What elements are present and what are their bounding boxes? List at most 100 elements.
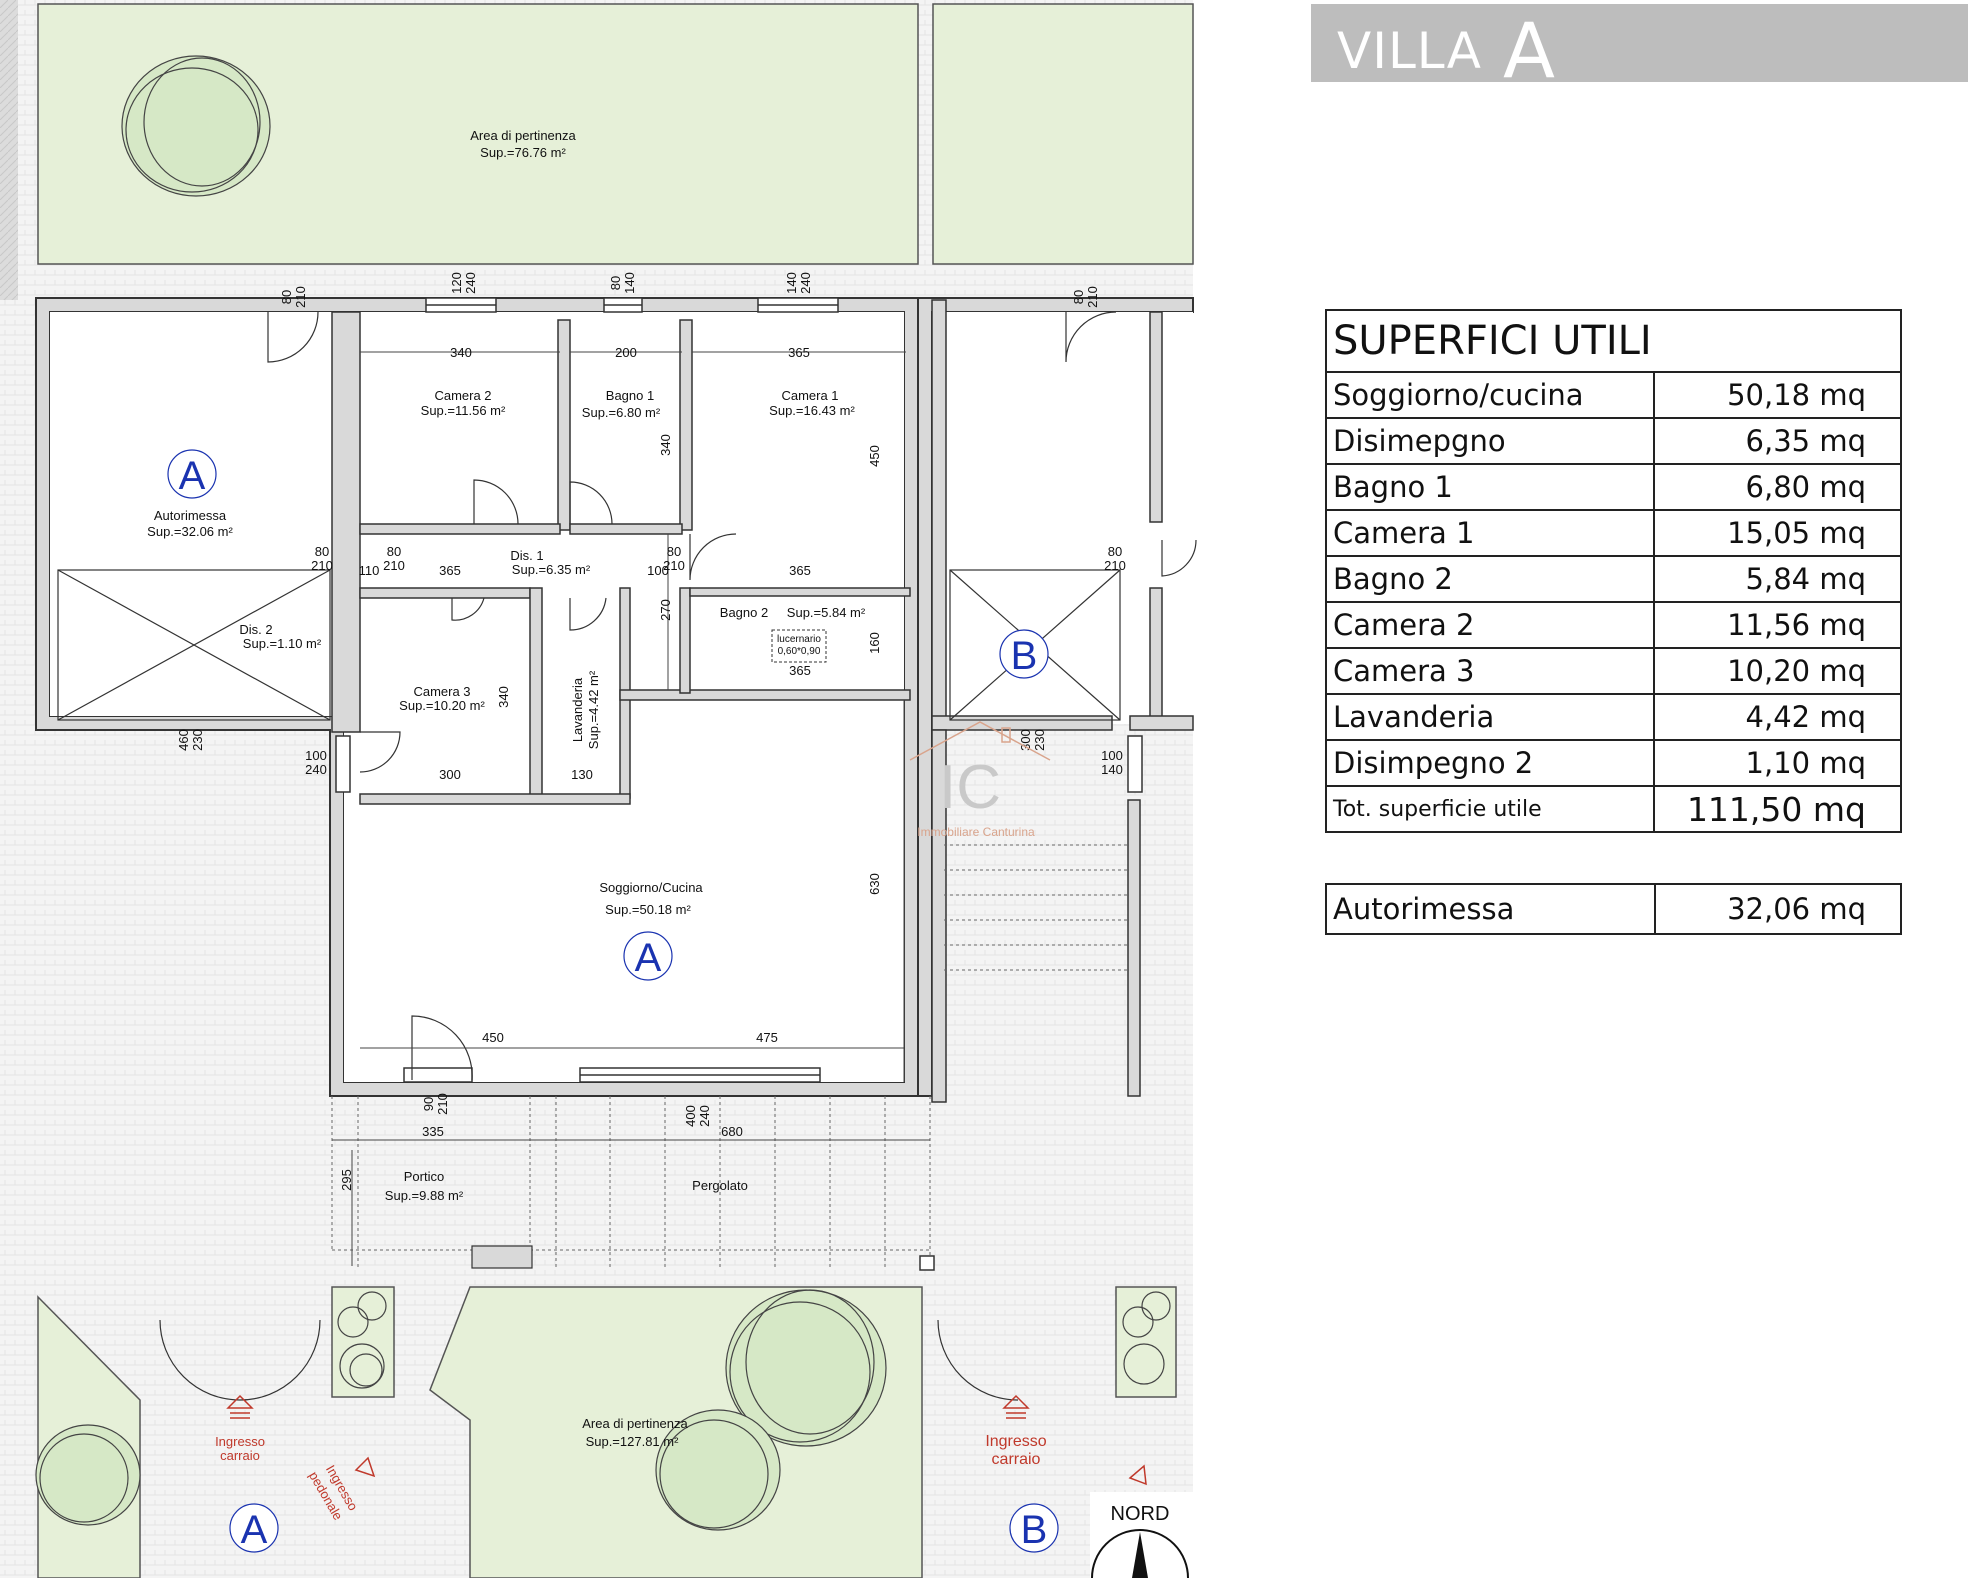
- dim-label: 240: [305, 762, 327, 777]
- villa-marks: A A B A B: [167, 449, 1059, 1553]
- room-area: Sup.=6.35 m²: [512, 562, 591, 577]
- room-label: Pergolato: [692, 1178, 748, 1193]
- dim-label: 340: [496, 686, 511, 708]
- dim-label: 365: [439, 563, 461, 578]
- room-area: Sup.=10.20 m²: [399, 698, 485, 713]
- dimension-lines: [332, 351, 930, 1266]
- villa-header: VILLA A: [1311, 4, 1968, 95]
- dim-label: 100: [647, 563, 669, 578]
- room-label: Camera 1: [781, 388, 838, 403]
- room-label: lucernario: [777, 634, 821, 645]
- dim-label: 140: [622, 272, 637, 294]
- planter-b: [1115, 1286, 1177, 1398]
- dim-label: 680: [721, 1124, 743, 1139]
- villa-a-mark: A: [179, 454, 206, 498]
- room-area: Sup.=11.56 m²: [421, 403, 506, 418]
- entrance-labels: Ingresso carraio Ingresso pedonale Ingre…: [215, 1394, 1147, 1523]
- dim-label: 100: [305, 748, 327, 763]
- dim-label: 300: [1018, 729, 1033, 751]
- dim-label: 475: [756, 1030, 778, 1045]
- dim-label: 240: [697, 1105, 712, 1127]
- dim-label: 90: [421, 1097, 436, 1111]
- summary-title-row: SUPERFICI UTILI: [1325, 309, 1902, 373]
- summary-title: SUPERFICI UTILI: [1325, 309, 1902, 373]
- dim-label: 210: [1104, 558, 1126, 573]
- dim-label: 340: [450, 345, 472, 360]
- windows: [335, 297, 1143, 1083]
- door-swings: [159, 311, 1197, 1401]
- row-label: Disimpegno 2: [1325, 739, 1655, 787]
- dim-label: 210: [383, 558, 405, 573]
- row-label: Disimepgno: [1325, 417, 1655, 465]
- pillar: [919, 1255, 935, 1271]
- dim-label: 80: [387, 544, 401, 559]
- villa-a-mark: A: [635, 936, 662, 980]
- dim-label: 80: [315, 544, 329, 559]
- room-label: Camera 3: [413, 684, 470, 699]
- room-area: Sup.=127.81 m²: [586, 1434, 680, 1449]
- dim-label: 160: [867, 632, 882, 654]
- garage-value: 32,06 mq: [1654, 883, 1902, 935]
- room-area: Sup.=32.06 m²: [147, 524, 233, 539]
- watermark-logo: [909, 721, 1051, 761]
- entrance-label: Ingresso: [985, 1433, 1046, 1450]
- row-label: Lavanderia: [1325, 693, 1655, 741]
- dim-label: 270: [658, 599, 673, 621]
- row-label: Camera 2: [1325, 601, 1655, 649]
- room-label: Bagno 2: [720, 605, 768, 620]
- dim-label: 460: [176, 729, 191, 751]
- row-value: 5,84 mq: [1652, 555, 1903, 603]
- planter-a: [331, 1286, 395, 1398]
- room-area: Sup.=6.80 m²: [582, 405, 661, 420]
- room-area: Sup.=9.88 m²: [385, 1188, 464, 1203]
- dim-label: 210: [293, 286, 308, 308]
- interior-walls: [331, 299, 1194, 1103]
- dim-label: 340: [658, 434, 673, 456]
- room-area: Sup.=16.43 m²: [769, 403, 855, 418]
- row-value: 6,80 mq: [1652, 463, 1903, 511]
- north-arrow-icon: [1132, 1532, 1148, 1578]
- room-area: Sup.=5.84 m²: [787, 605, 866, 620]
- room-label: Area di pertinenza: [470, 128, 576, 143]
- dim-label: 230: [190, 729, 205, 751]
- lawn-top-right: [932, 3, 1194, 265]
- dim-label: 210: [435, 1093, 450, 1115]
- dim-label: 300: [439, 767, 461, 782]
- room-label: Bagno 1: [606, 388, 654, 403]
- arrow-up-icon: [1128, 1464, 1147, 1486]
- room-label: Autorimessa: [154, 508, 227, 523]
- room-label: Area di pertinenza: [582, 1416, 688, 1431]
- entrance-label: carraio: [992, 1451, 1041, 1468]
- dim-label: 210: [311, 558, 333, 573]
- room-label: Portico: [404, 1169, 444, 1184]
- dim-label: 630: [867, 873, 882, 895]
- row-value: 10,20 mq: [1652, 647, 1903, 695]
- total-label: Tot. superficie utile: [1325, 785, 1655, 833]
- watermark-text: IC: [939, 753, 1001, 822]
- dim-label: 365: [789, 663, 811, 678]
- row-value: 11,56 mq: [1652, 601, 1903, 649]
- dim-label: 80: [608, 276, 623, 290]
- dim-label: 100: [1101, 748, 1123, 763]
- floor-plan: Area di pertinenza Sup.=76.76 m² Camera …: [0, 0, 1197, 1578]
- room-area: 0,60*0,90: [778, 646, 821, 657]
- left-border: [0, 0, 18, 300]
- dim-label: 210: [663, 558, 685, 573]
- room-area: Sup.=1.10 m²: [243, 636, 322, 651]
- watermark-caption: Immobiliare Canturina: [917, 825, 1035, 839]
- dim-label: 240: [798, 272, 813, 294]
- tree-icon: [35, 1289, 1171, 1531]
- row-value: 50,18 mq: [1652, 371, 1903, 419]
- row-label: Soggiorno/cucina: [1325, 371, 1655, 419]
- room-area: Sup.=50.18 m²: [605, 902, 691, 917]
